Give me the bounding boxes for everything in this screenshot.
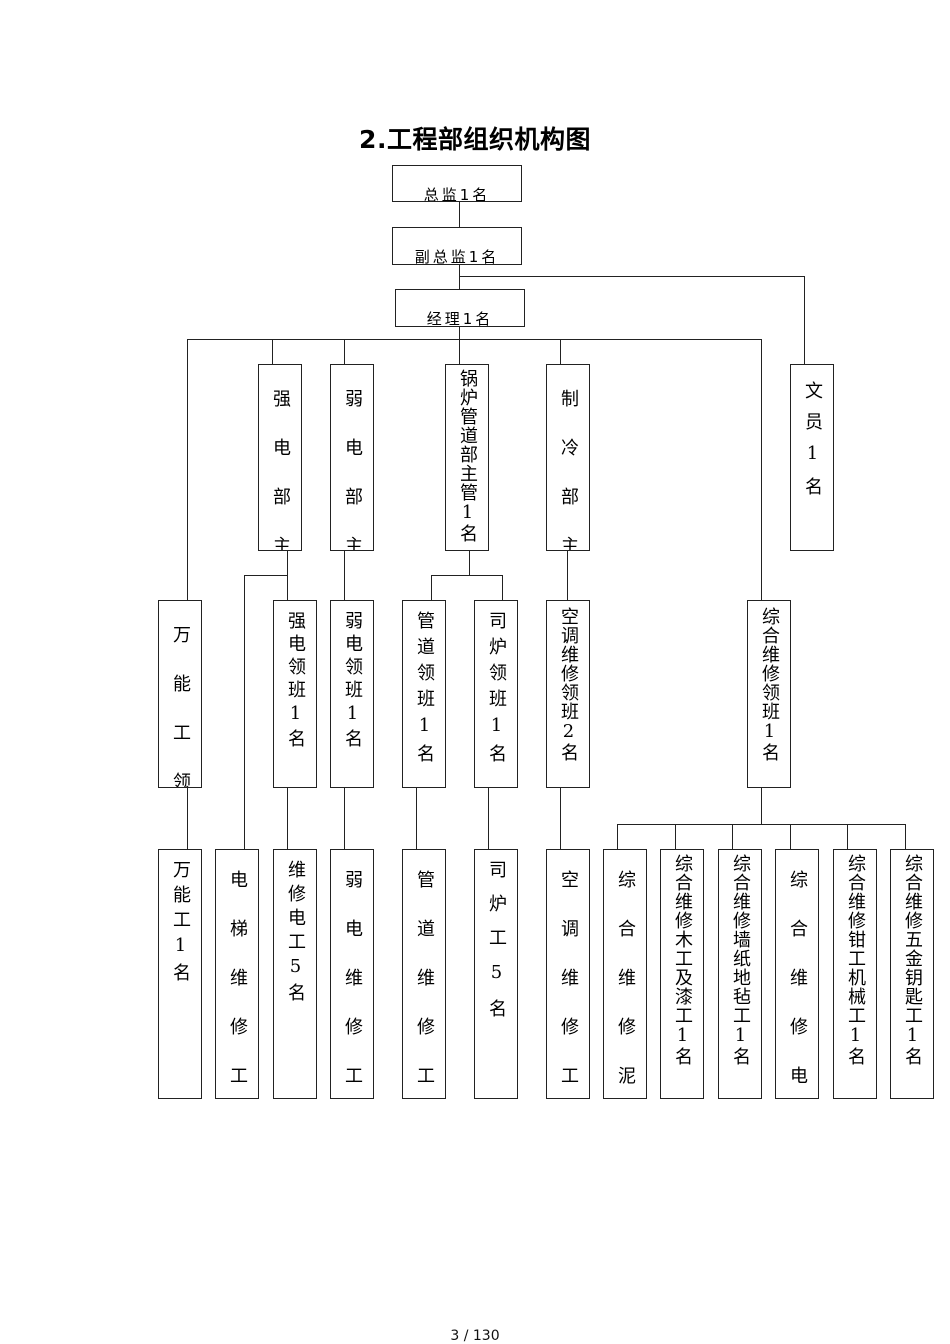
worker-boiler-box: 司炉工5名 xyxy=(474,849,518,1099)
connector-line xyxy=(416,788,418,849)
manager-box: 经理1名 xyxy=(395,289,525,327)
worker-label: 综合维修五金钥匙工1名 xyxy=(902,854,923,1066)
worker-label: 维修电工5名 xyxy=(285,860,306,1007)
worker-label: 综合维修泥 xyxy=(615,870,636,1099)
connector-line xyxy=(459,327,461,339)
lead-ac-label: 空调维修领班2名 xyxy=(558,607,579,762)
connector-line xyxy=(790,824,792,849)
connector-line xyxy=(431,575,433,600)
dept-boiler-pipeline-box: 锅炉管道部主管1名 xyxy=(445,364,489,551)
worker-elevator-box: 电梯维修工 xyxy=(215,849,259,1099)
connector-line xyxy=(488,788,490,849)
worker-hardware-box: 综合维修五金钥匙工1名 xyxy=(890,849,934,1099)
connector-line xyxy=(905,824,907,849)
lead-pipeline-label: 管道领班1名 xyxy=(414,611,435,770)
connector-line xyxy=(732,824,734,849)
worker-ac-box: 空调维修工 xyxy=(546,849,590,1099)
clerk-label: 文员1名 xyxy=(802,381,823,508)
worker-label: 电梯维修工 xyxy=(227,870,248,1099)
connector-line xyxy=(244,575,246,849)
connector-line xyxy=(272,339,274,364)
worker-weak-electric-box: 弱电维修工 xyxy=(330,849,374,1099)
worker-handyman-box: 万能工1名 xyxy=(158,849,202,1099)
dept-refrigeration-box: 制冷部主 xyxy=(546,364,590,551)
worker-label: 综合维修电 xyxy=(787,870,808,1099)
connector-line xyxy=(459,339,461,364)
dept-weak-electric-label: 弱电部主 xyxy=(342,389,363,551)
connector-line xyxy=(847,824,849,849)
page-title: 2.工程部组织机构图 xyxy=(359,125,591,154)
connector-line xyxy=(675,824,677,849)
lead-general-label: 综合维修领班1名 xyxy=(759,607,780,762)
lead-general-box: 综合维修领班1名 xyxy=(747,600,791,788)
connector-line xyxy=(344,339,346,364)
connector-line xyxy=(761,788,763,824)
connector-line xyxy=(560,339,562,364)
lead-boiler-label: 司炉领班1名 xyxy=(486,611,507,770)
lead-handyman-label: 万能工领 xyxy=(170,625,191,788)
deputy-director-box: 副总监1名 xyxy=(392,227,522,265)
worker-label: 综合维修墙纸地毡工1名 xyxy=(730,854,751,1066)
worker-mason-box: 综合维修泥 xyxy=(603,849,647,1099)
worker-fitter-box: 综合维修钳工机械工1名 xyxy=(833,849,877,1099)
connector-line xyxy=(431,575,503,577)
connector-line xyxy=(459,276,805,278)
manager-label: 经理1名 xyxy=(426,310,494,327)
connector-line xyxy=(344,788,346,849)
connector-line xyxy=(502,575,504,600)
clerk-box: 文员1名 xyxy=(790,364,834,551)
worker-label: 综合维修木工及漆工1名 xyxy=(672,854,693,1066)
director-label: 总监1名 xyxy=(423,186,491,202)
lead-weak-electric-box: 弱电领班1名 xyxy=(330,600,374,788)
connector-line xyxy=(617,824,619,849)
dept-refrigeration-label: 制冷部主 xyxy=(558,389,579,551)
connector-line xyxy=(287,788,289,849)
connector-line xyxy=(187,788,189,849)
connector-line xyxy=(567,551,569,600)
worker-pipeline-box: 管道维修工 xyxy=(402,849,446,1099)
deputy-director-label: 副总监1名 xyxy=(414,248,500,265)
dept-strong-electric-label: 强电部主 xyxy=(270,389,291,551)
worker-label: 司炉工5名 xyxy=(486,860,507,1033)
connector-line xyxy=(560,788,562,849)
worker-label: 管道维修工 xyxy=(414,870,435,1099)
connector-line xyxy=(804,276,806,364)
worker-general-electric-box: 综合维修电 xyxy=(775,849,819,1099)
lead-weak-electric-label: 弱电领班1名 xyxy=(342,611,363,752)
worker-label: 弱电维修工 xyxy=(342,870,363,1099)
worker-electrician-box: 维修电工5名 xyxy=(273,849,317,1099)
connector-line xyxy=(617,824,906,826)
director-box: 总监1名 xyxy=(392,165,522,202)
worker-label: 空调维修工 xyxy=(558,870,579,1099)
connector-line xyxy=(761,339,763,600)
dept-strong-electric-box: 强电部主 xyxy=(258,364,302,551)
worker-carpenter-box: 综合维修木工及漆工1名 xyxy=(660,849,704,1099)
worker-wallpaper-box: 综合维修墙纸地毡工1名 xyxy=(718,849,762,1099)
worker-label: 万能工1名 xyxy=(170,860,191,988)
connector-line xyxy=(244,575,288,577)
worker-label: 综合维修钳工机械工1名 xyxy=(845,854,866,1066)
connector-line xyxy=(187,339,762,341)
connector-line xyxy=(469,551,471,575)
connector-line xyxy=(344,551,346,600)
dept-weak-electric-box: 弱电部主 xyxy=(330,364,374,551)
connector-line xyxy=(459,202,461,227)
lead-strong-electric-box: 强电领班1名 xyxy=(273,600,317,788)
lead-handyman-box: 万能工领 xyxy=(158,600,202,788)
lead-strong-electric-label: 强电领班1名 xyxy=(285,611,306,752)
lead-pipeline-box: 管道领班1名 xyxy=(402,600,446,788)
connector-line xyxy=(187,339,189,600)
dept-boiler-pipeline-label: 锅炉管道部主管1名 xyxy=(457,369,478,543)
page-indicator: 3 / 130 xyxy=(450,1328,500,1344)
lead-boiler-box: 司炉领班1名 xyxy=(474,600,518,788)
lead-ac-box: 空调维修领班2名 xyxy=(546,600,590,788)
